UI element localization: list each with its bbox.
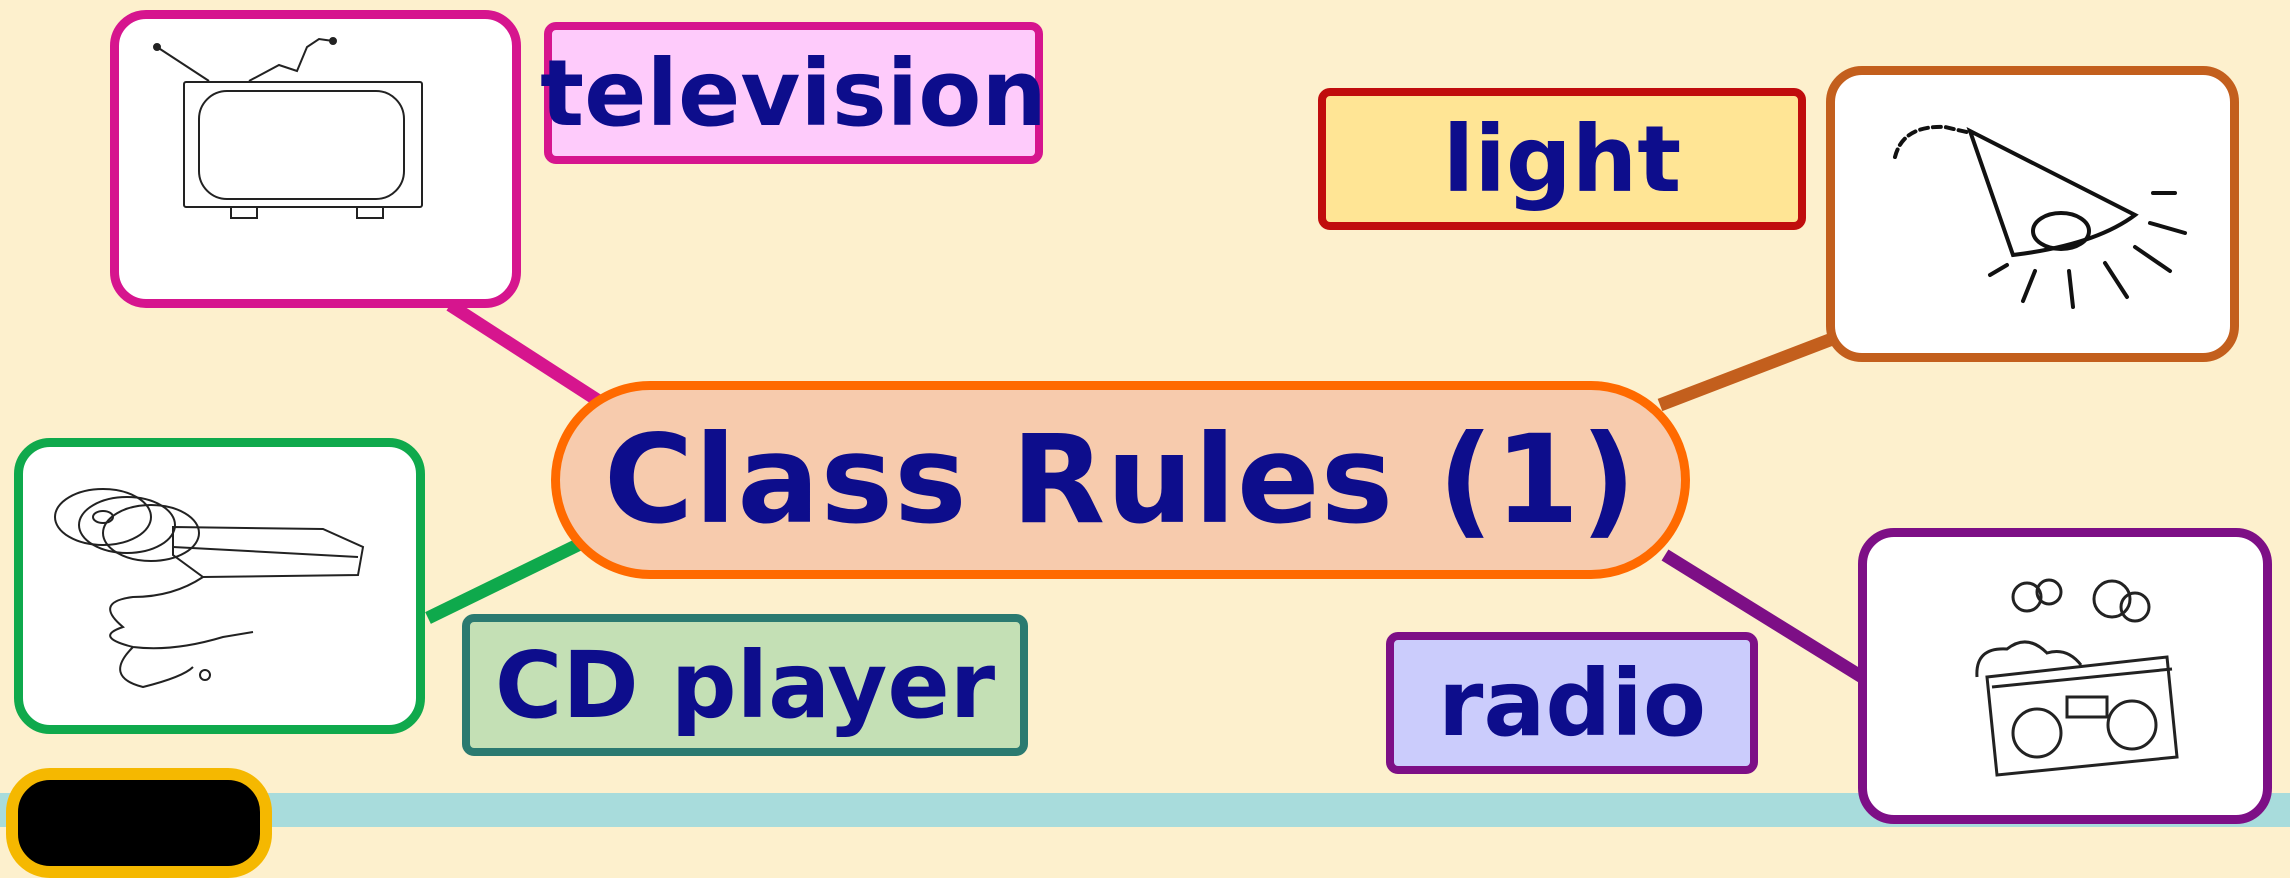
- connector-lines: [425, 299, 1866, 683]
- television-picture-card: [110, 10, 521, 308]
- central-topic-text: Class Rules (1): [603, 409, 1638, 551]
- central-topic: Class Rules (1): [551, 381, 1690, 579]
- cd-player-label: CD player: [494, 631, 996, 739]
- radio-label: radio: [1437, 649, 1707, 757]
- cd-player-picture-card: [14, 438, 425, 734]
- connector-television: [446, 299, 609, 411]
- cd-player-label-box: CD player: [462, 614, 1028, 756]
- television-icon: [153, 37, 423, 219]
- cd-player-icon: [54, 488, 365, 689]
- connector-light: [1657, 329, 1843, 412]
- light-label-box: light: [1318, 88, 1806, 230]
- television-label-box: television: [540, 22, 1047, 164]
- television-label: television: [540, 39, 1047, 147]
- lamp-icon: [1893, 124, 2187, 309]
- radio-icon: [1975, 578, 2179, 777]
- radio-picture-card: [1858, 528, 2272, 824]
- light-picture-card: [1826, 66, 2239, 362]
- light-label: light: [1442, 105, 1682, 213]
- connector-cd-player: [425, 534, 591, 624]
- radio-label-box: radio: [1386, 632, 1758, 774]
- connector-radio: [1661, 549, 1866, 683]
